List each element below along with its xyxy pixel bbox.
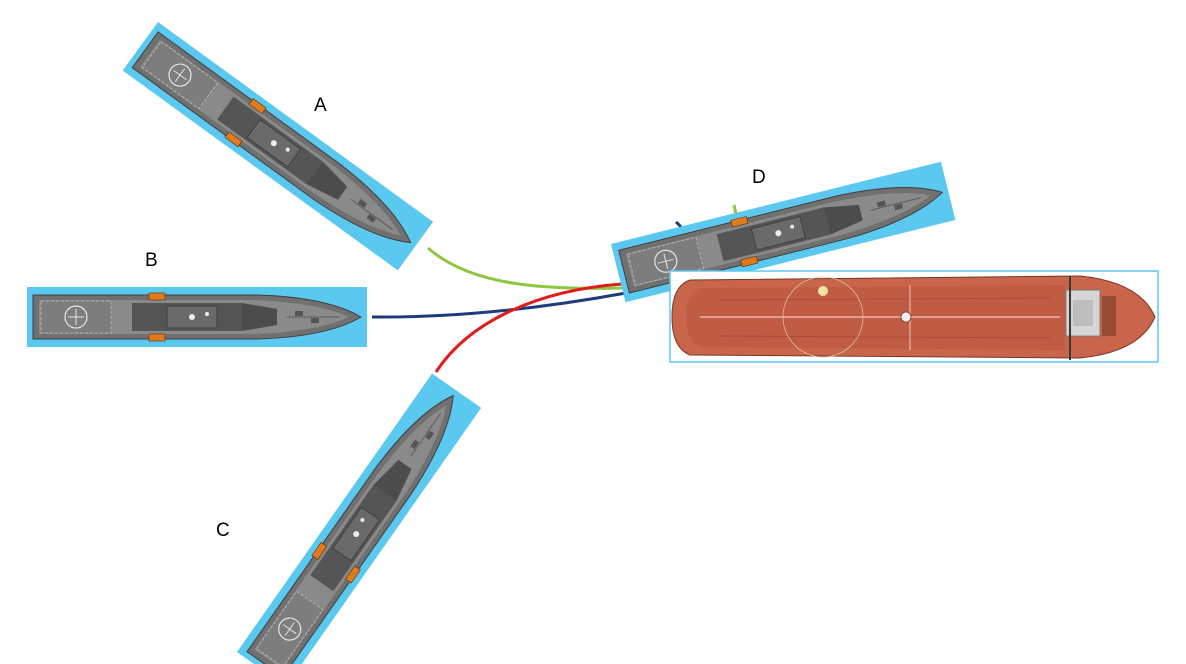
hose-line-a: [427, 246, 623, 290]
vessel-c: [236, 372, 482, 664]
hose-line-c: [434, 282, 623, 373]
label-vessel-a: A: [314, 95, 327, 116]
hose-line-b: [371, 291, 627, 319]
vessel-b: [26, 286, 368, 348]
tanker: [669, 270, 1159, 363]
label-vessel-c: C: [216, 520, 230, 541]
label-vessel-b: B: [145, 250, 158, 271]
hose-stub-green: [732, 204, 738, 215]
vessel-a: [122, 21, 434, 271]
label-vessel-d: D: [752, 167, 766, 188]
